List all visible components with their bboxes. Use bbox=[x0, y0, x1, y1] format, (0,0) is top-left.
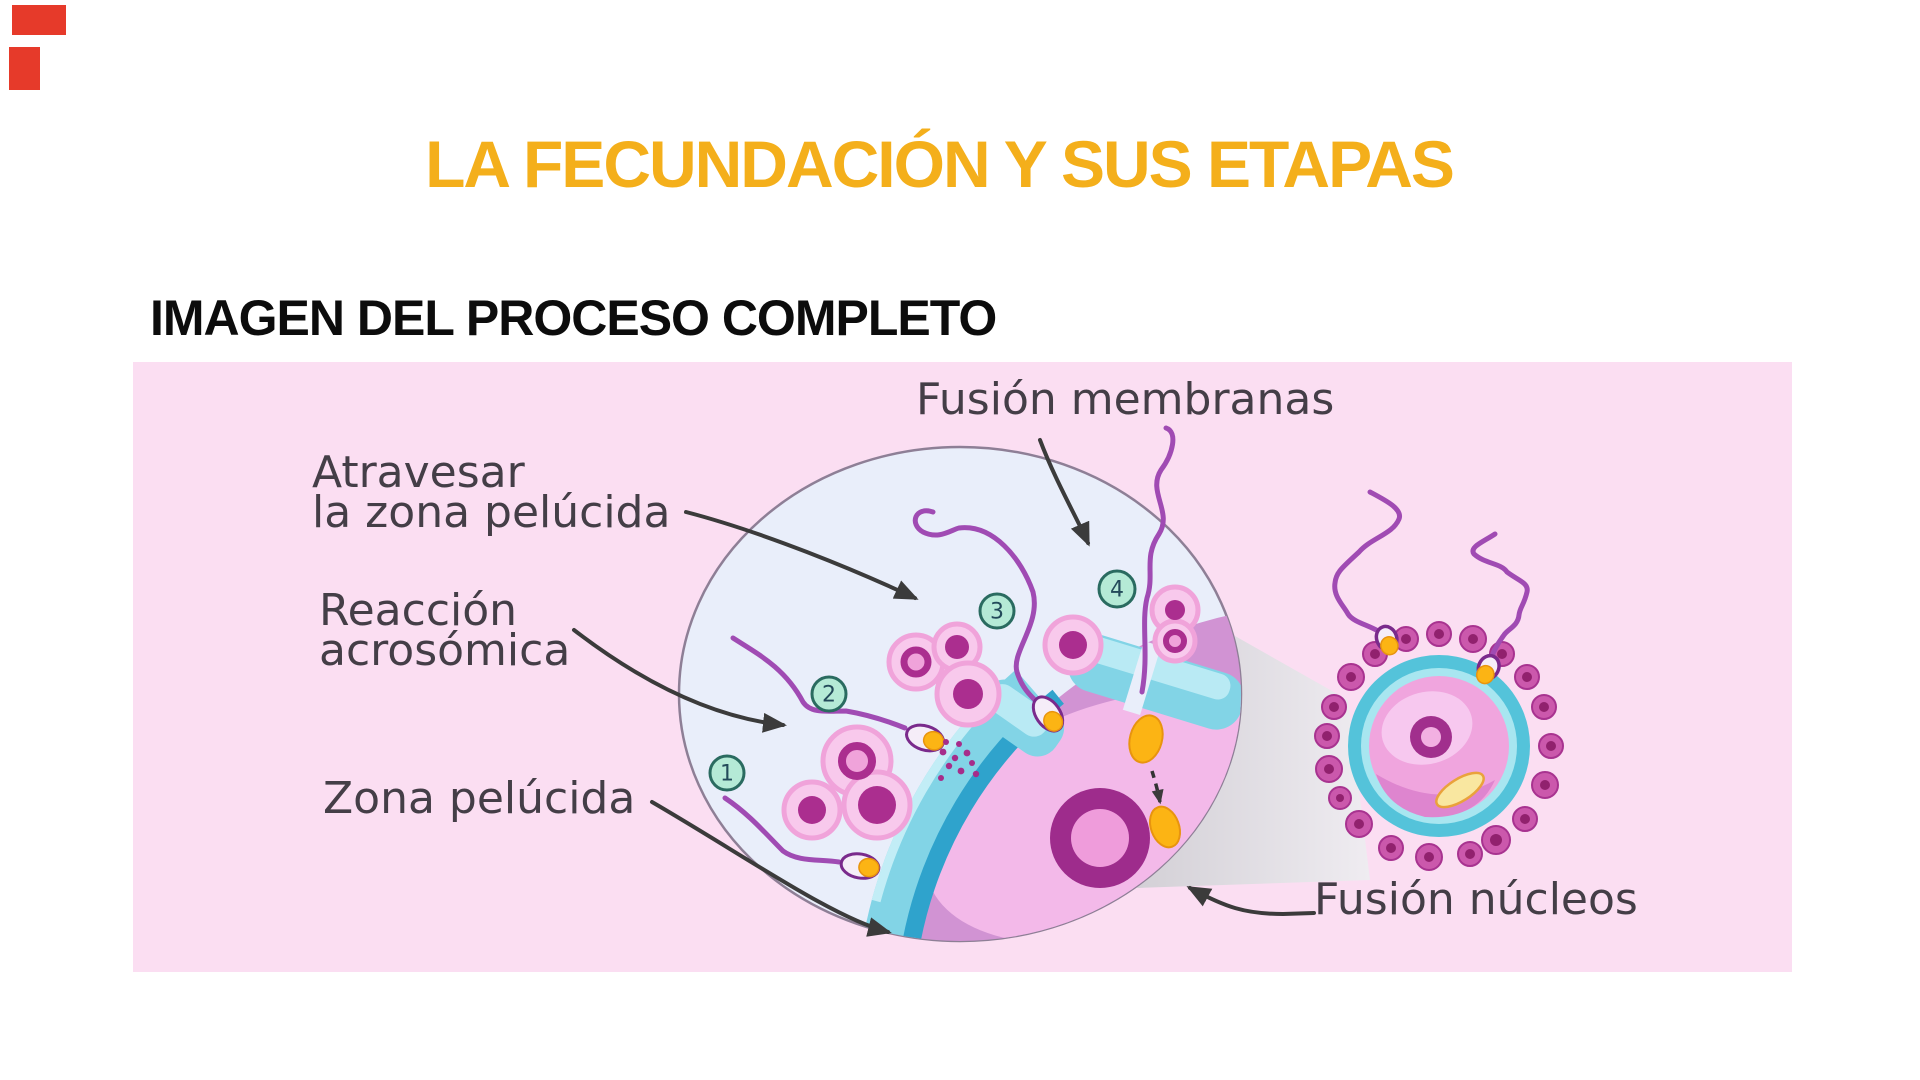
small-egg-figure bbox=[1314, 621, 1564, 871]
corner-red-mark-top bbox=[12, 5, 66, 35]
fusion-membranas-arrow bbox=[1038, 438, 1090, 547]
step-badge-1: 1 bbox=[708, 754, 746, 792]
step-badge-number: 3 bbox=[990, 600, 1004, 625]
small-egg-yellow-crescent bbox=[1435, 771, 1485, 809]
corona-radiata-nuclei bbox=[1322, 629, 1556, 862]
fertilization-illustration-panel: 1 2 3 4 Fusión mem bbox=[133, 362, 1792, 972]
zona-bump-right-highlight bbox=[1079, 635, 1231, 700]
nucleus-migration-arrow bbox=[1150, 770, 1164, 805]
fertilization-diagram: 1 2 3 4 bbox=[572, 425, 1564, 943]
sperm-tail bbox=[912, 508, 1046, 711]
sperm-tail bbox=[730, 635, 908, 731]
egg-nucleus-center bbox=[1071, 809, 1129, 867]
label-atravesar-zona: Atravesar la zona pelúcida bbox=[312, 447, 671, 538]
sperm-tail bbox=[722, 795, 842, 865]
step-badge-number: 4 bbox=[1110, 578, 1124, 603]
step-badge-number: 1 bbox=[720, 762, 734, 787]
cumulus-cells bbox=[781, 584, 1201, 841]
step-badge-3: 3 bbox=[978, 592, 1016, 630]
page-title: LA FECUNDACIÓN Y SUS ETAPAS bbox=[425, 127, 1455, 201]
section-heading: IMAGEN DEL PROCESO COMPLETO bbox=[150, 290, 997, 346]
zona-bump-left-highlight bbox=[987, 684, 1050, 737]
label-line: Atravesar bbox=[312, 447, 525, 498]
atravesar-zona-arrow bbox=[684, 510, 919, 600]
label-reaccion-acrosomica: Reacción acrosómica bbox=[319, 585, 571, 676]
corner-red-mark-bottom bbox=[9, 47, 40, 90]
small-egg-swirl bbox=[1376, 774, 1495, 818]
acrosome-reaction-particles bbox=[938, 739, 980, 781]
sperm-stage-2 bbox=[730, 635, 980, 781]
sperm-tail bbox=[1332, 489, 1402, 634]
label-fusion-membranas: Fusión membranas bbox=[916, 374, 1335, 425]
label-line: acrosómica bbox=[319, 625, 571, 676]
label-line: Reacción bbox=[319, 585, 518, 636]
zona-pellucida-highlight bbox=[871, 691, 999, 903]
label-zona-pelucida: Zona pelúcida bbox=[323, 773, 636, 824]
sperm-tail bbox=[1470, 531, 1530, 666]
sperm-approaching-left bbox=[1332, 489, 1404, 660]
sperm-stage-1 bbox=[722, 795, 883, 883]
fusion-nucleos-arrow bbox=[1186, 886, 1316, 917]
sperm-head-near-nucleus bbox=[1149, 805, 1181, 849]
sperm-head-inside-egg bbox=[1128, 714, 1164, 764]
sperm-stage-4 bbox=[1139, 425, 1176, 695]
zona-pelucida-arrow bbox=[650, 800, 892, 937]
step-badge-2: 2 bbox=[810, 675, 848, 713]
step-badge-4: 4 bbox=[1097, 569, 1137, 609]
label-fusion-nucleos: Fusión núcleos bbox=[1314, 874, 1638, 925]
corona-radiata-cells bbox=[1314, 621, 1564, 871]
sperm-stage-3 bbox=[912, 508, 1071, 738]
step-badge-number: 2 bbox=[822, 683, 836, 708]
label-line: la zona pelúcida bbox=[312, 487, 671, 538]
sperm-approaching-right bbox=[1470, 531, 1530, 689]
sperm-tail bbox=[1139, 425, 1176, 695]
reaccion-acrosomica-arrow bbox=[572, 628, 787, 733]
small-egg-nucleus-center bbox=[1421, 727, 1441, 747]
